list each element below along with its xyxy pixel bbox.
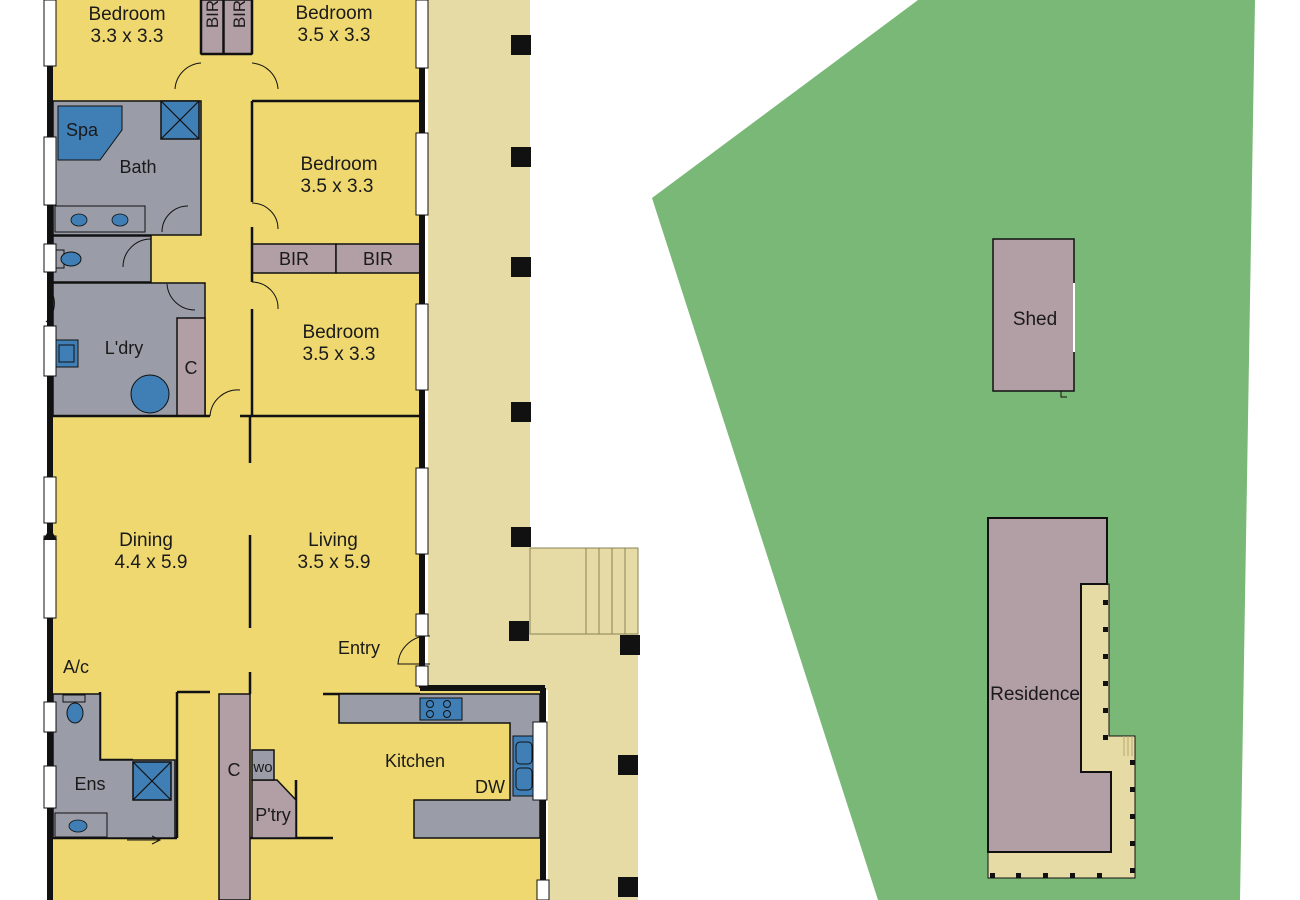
robe-bir-top-right bbox=[223, 0, 253, 55]
room-size-bedroom-2: 3.5 x 3.3 bbox=[298, 25, 371, 46]
room-name-dining: Dining bbox=[119, 530, 173, 551]
residence: Residence bbox=[987, 517, 1136, 879]
shed-label: Shed bbox=[1013, 309, 1057, 330]
room-name-bedroom-1: Bedroom bbox=[88, 4, 165, 25]
bir-label-top-right: BIR bbox=[230, 0, 249, 28]
wall-oven-label: wo bbox=[252, 759, 272, 776]
ensuite-shower bbox=[132, 761, 172, 801]
room-size-dining: 4.4 x 5.9 bbox=[115, 552, 188, 573]
site-plan: Shed Residence bbox=[652, 0, 1255, 900]
cooktop bbox=[419, 697, 463, 721]
ensuite: Ens bbox=[52, 693, 176, 845]
room-size-bedroom-4: 3.5 x 3.3 bbox=[303, 344, 376, 365]
entry-label: Entry bbox=[338, 638, 380, 658]
linen-cupboard-label: C bbox=[228, 760, 241, 780]
linen-cupboard bbox=[218, 693, 251, 900]
window-arrow-icon bbox=[43, 528, 57, 540]
laundry: L'dry C bbox=[52, 282, 206, 417]
room-size-bedroom-3: 3.5 x 3.3 bbox=[301, 176, 374, 197]
shower bbox=[160, 100, 200, 140]
room-name-bedroom-2: Bedroom bbox=[295, 3, 372, 24]
dishwasher-label: DW bbox=[475, 777, 505, 797]
aircon-label: A/c bbox=[63, 657, 89, 677]
spa-label: Spa bbox=[66, 120, 99, 140]
robe-bir-mid-right bbox=[335, 243, 421, 274]
house-plan: BIR BIR Spa Bath bbox=[43, 0, 640, 900]
room-size-living: 3.5 x 5.9 bbox=[298, 552, 371, 573]
room-name-bedroom-4: Bedroom bbox=[302, 322, 379, 343]
laundry-cupboard-label: C bbox=[185, 358, 198, 378]
robe-bir-mid-left bbox=[251, 243, 337, 274]
ensuite-label: Ens bbox=[74, 774, 105, 794]
room-name-living: Living bbox=[308, 530, 358, 551]
garden-lot bbox=[652, 0, 1255, 900]
bathroom: Spa Bath bbox=[52, 100, 202, 236]
pantry: wo P'try bbox=[251, 749, 297, 839]
room-size-bedroom-1: 3.3 x 3.3 bbox=[91, 26, 164, 47]
kitchen-sink bbox=[512, 735, 536, 797]
laundry-cupboard bbox=[176, 317, 206, 417]
bath-label: Bath bbox=[119, 157, 156, 177]
deck-posts bbox=[509, 35, 640, 897]
verandah-deck bbox=[428, 0, 638, 900]
windows bbox=[43, 0, 550, 900]
pantry-label: P'try bbox=[255, 805, 290, 825]
kitchen-label: Kitchen bbox=[385, 751, 445, 771]
residence-footprint bbox=[987, 517, 1112, 853]
shed: Shed bbox=[992, 238, 1075, 398]
bir-label-mid-left: BIR bbox=[279, 249, 309, 269]
residence-label: Residence bbox=[990, 684, 1080, 705]
deck-steps bbox=[529, 547, 639, 635]
wall-oven bbox=[251, 749, 275, 781]
vanity bbox=[54, 205, 146, 233]
laundry-label: L'dry bbox=[105, 338, 143, 358]
bir-label-top-left: BIR bbox=[203, 0, 222, 28]
room-name-bedroom-3: Bedroom bbox=[300, 154, 377, 175]
spa-tub bbox=[57, 105, 123, 161]
wc bbox=[52, 235, 152, 283]
bir-label-mid-right: BIR bbox=[363, 249, 393, 269]
